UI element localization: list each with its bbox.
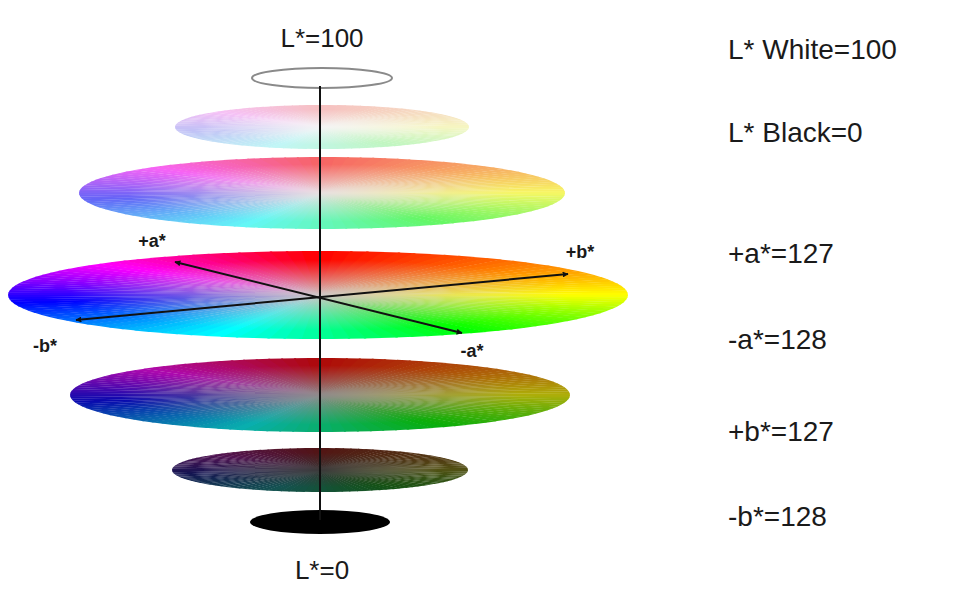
value-note: L* Black=0: [728, 118, 863, 149]
neutral-core: [8, 251, 628, 339]
color-disk: [8, 251, 628, 339]
axis-end-label: L*=0: [295, 556, 349, 585]
lightness-axis: [319, 86, 321, 520]
axis-label: +a*: [138, 232, 166, 252]
axis-label: -a*: [460, 342, 483, 362]
neutral-core: [175, 105, 469, 149]
value-note: -a*=128: [728, 325, 827, 356]
white-point-ring: [252, 68, 392, 88]
axis-label: +b*: [566, 243, 595, 263]
value-note: +b*=127: [728, 417, 834, 448]
axis-label: -b*: [33, 337, 57, 357]
chroma-axis: [76, 274, 568, 320]
color-layers: [8, 68, 628, 534]
color-disk: [175, 105, 469, 149]
value-note: L* White=100: [728, 35, 897, 66]
axes: [76, 86, 568, 520]
axis-end-label: L*=100: [280, 24, 363, 53]
value-note: +a*=127: [728, 239, 834, 270]
value-note: -b*=128: [728, 502, 827, 533]
color-disk: [79, 157, 565, 229]
neutral-core: [79, 157, 565, 229]
